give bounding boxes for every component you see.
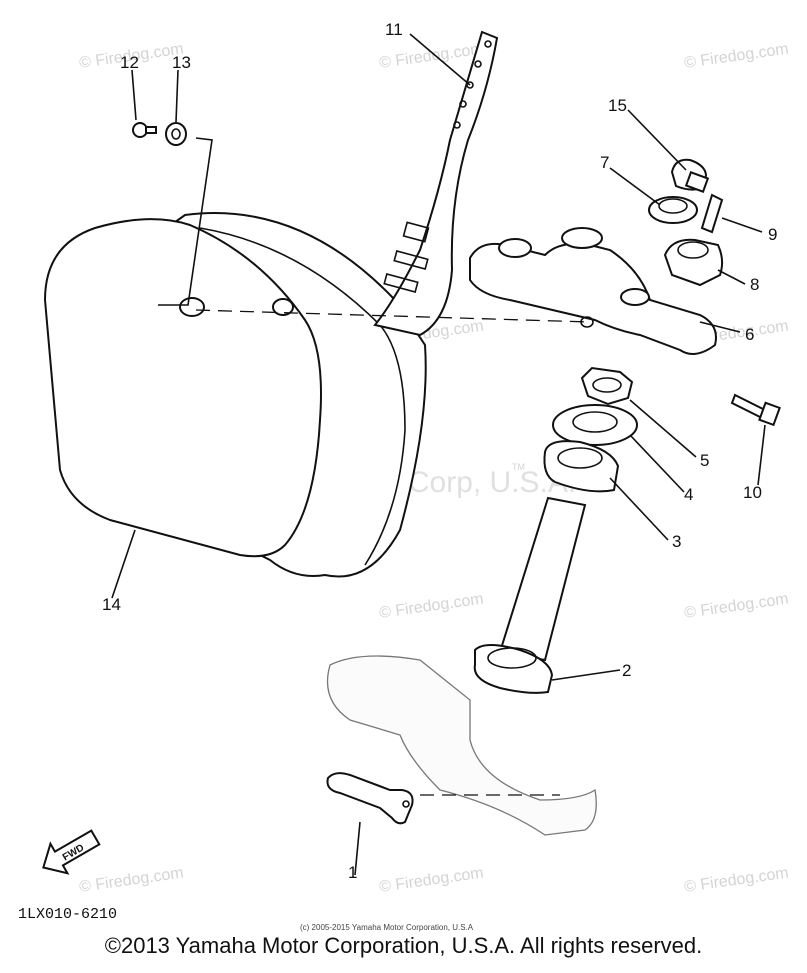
- bearing-3: [543, 440, 620, 493]
- collar-7: [648, 196, 698, 224]
- part-number-5: 5: [700, 451, 709, 470]
- part-labels: 11 12 13 15 7 9 8 6 5 10 4 3 2 1 14: [102, 20, 777, 882]
- bearing-cover-4: [552, 404, 638, 446]
- watermark-firedog: © Firedog.com: [683, 590, 789, 621]
- fwd-arrow: FWD: [42, 829, 101, 875]
- part-number-1: 1: [348, 863, 357, 882]
- part-number-3: 3: [672, 532, 681, 551]
- part-number-14: 14: [102, 595, 121, 614]
- diagram-code: 1LX010-6210: [18, 906, 117, 923]
- part-number-12: 12: [120, 53, 139, 72]
- part-number-15: 15: [608, 96, 627, 115]
- watermark-firedog: © Firedog.com: [683, 864, 789, 895]
- bracket-1: [326, 772, 414, 825]
- watermark-firedog: © Firedog.com: [378, 864, 484, 895]
- bolt-10: [730, 393, 781, 427]
- watermark-firedog: © Firedog.com: [378, 40, 484, 71]
- plate-stay: [373, 30, 499, 337]
- bolt-9: [684, 171, 724, 234]
- small-copyright: (c) 2005-2015 Yamaha Motor Corporation, …: [300, 923, 474, 932]
- ring-nut-5: [580, 366, 634, 406]
- part-number-4: 4: [684, 485, 693, 504]
- part-number-13: 13: [172, 53, 191, 72]
- steering-stem: [326, 496, 597, 836]
- part-number-6: 6: [745, 325, 754, 344]
- part-number-9: 9: [768, 225, 777, 244]
- watermark-tm: TM: [512, 462, 525, 472]
- watermark-firedog: © Firedog.com: [378, 590, 484, 621]
- number-plate: [43, 212, 427, 578]
- washer-13: [165, 122, 187, 146]
- part-number-8: 8: [750, 275, 759, 294]
- bearing-2: [473, 644, 554, 694]
- part-number-2: 2: [622, 661, 631, 680]
- part-number-7: 7: [600, 153, 609, 172]
- bolt-12: [132, 122, 157, 138]
- part-number-10: 10: [743, 483, 762, 502]
- leader-lines: [111, 33, 766, 876]
- watermark-firedog: © Firedog.com: [78, 864, 184, 895]
- watermark-firedog: © Firedog.com: [683, 40, 789, 71]
- handlebar-holder: [663, 238, 724, 287]
- footer-copyright: ©2013 Yamaha Motor Corporation, U.S.A. A…: [104, 933, 703, 958]
- part-number-11: 11: [385, 20, 403, 39]
